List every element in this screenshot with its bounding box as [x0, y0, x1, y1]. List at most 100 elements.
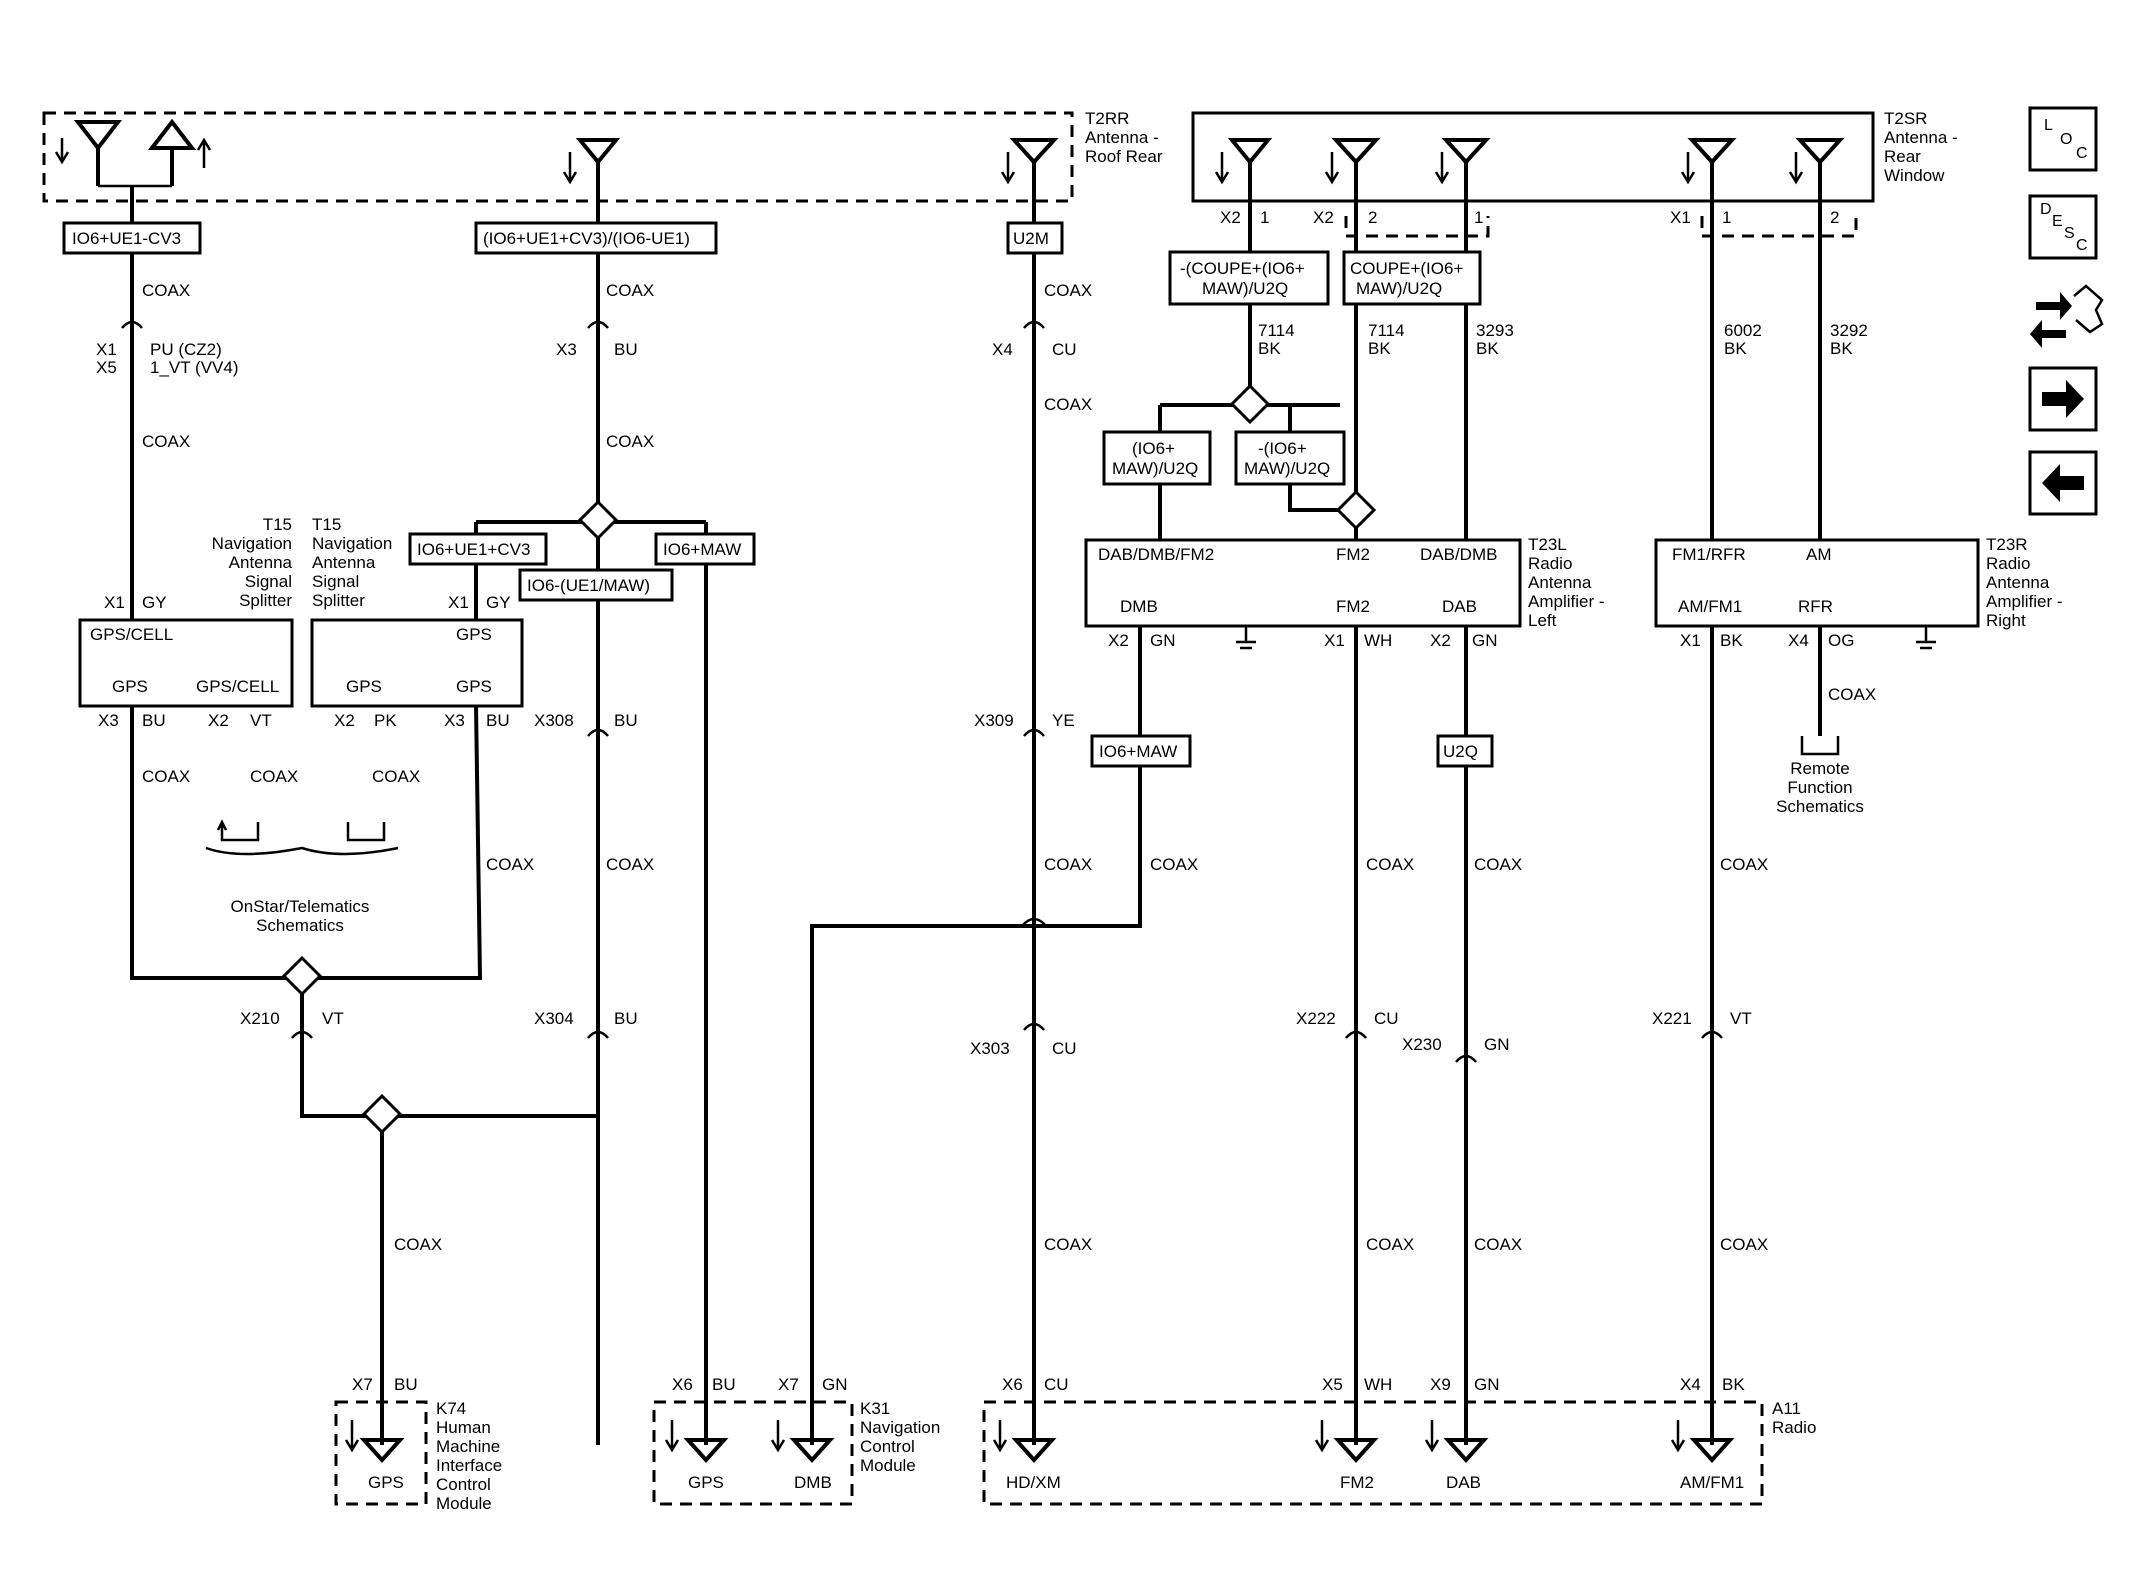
k31-pin-gps: GPS — [688, 1473, 724, 1492]
option-io6-ue1-cv3-or: (IO6+UE1+CV3)/(IO6-UE1) — [483, 229, 690, 248]
option-boxes: IO6+UE1-CV3 (IO6+UE1+CV3)/(IO6-UE1) U2M … — [62, 221, 1494, 768]
svg-text:VT: VT — [250, 711, 272, 730]
a11-pin-fm2: FM2 — [1340, 1473, 1374, 1492]
loc-button[interactable]: L O C — [2028, 106, 2098, 172]
svg-text:X308: X308 — [534, 711, 574, 730]
svg-text:7114: 7114 — [1258, 321, 1295, 340]
svg-text:COAX: COAX — [1044, 855, 1092, 874]
svg-text:COAX: COAX — [1044, 395, 1092, 414]
splices — [281, 383, 1377, 1135]
next-page-button[interactable] — [2028, 366, 2098, 432]
k31-name: K31 — [860, 1399, 890, 1418]
a11-pin-dab: DAB — [1446, 1473, 1481, 1492]
svg-text:Antenna: Antenna — [229, 553, 293, 572]
t2sr-desc-1: Antenna - — [1884, 128, 1958, 147]
svg-text:X309: X309 — [974, 711, 1014, 730]
t23l-name: T23L — [1528, 535, 1567, 554]
svg-text:Control: Control — [436, 1475, 491, 1494]
wires — [130, 186, 1822, 1445]
desc-button[interactable]: D E S C — [2028, 194, 2098, 260]
k31-pin-dmb: DMB — [794, 1473, 832, 1492]
svg-text:BK: BK — [1476, 339, 1499, 358]
t2sr-desc-2: Rear — [1884, 147, 1921, 166]
svg-text:GY: GY — [486, 593, 511, 612]
svg-text:Navigation: Navigation — [860, 1418, 940, 1437]
a11-module: HD/XM FM2 DAB AM/FM1 A11 Radio — [982, 1399, 1816, 1506]
svg-text:Antenna: Antenna — [1528, 573, 1592, 592]
svg-text:BU: BU — [614, 711, 638, 730]
remote-function-2: Function — [1787, 778, 1852, 797]
svg-text:CU: CU — [1374, 1009, 1399, 1028]
t2sr-conn-x1: X1 — [1670, 208, 1691, 227]
svg-text:X1: X1 — [1680, 631, 1701, 650]
svg-text:E: E — [2052, 213, 2063, 230]
option-io6-maw-b: IO6+MAW — [1099, 742, 1177, 761]
svg-text:Control: Control — [860, 1437, 915, 1456]
svg-text:7114: 7114 — [1368, 321, 1405, 340]
svg-text:GN: GN — [1150, 631, 1176, 650]
svg-text:Navigation: Navigation — [312, 534, 392, 553]
t15-name: T15 — [263, 515, 292, 534]
svg-text:GY: GY — [142, 593, 167, 612]
svg-text:BK: BK — [1368, 339, 1391, 358]
svg-text:WH: WH — [1364, 631, 1392, 650]
svg-text:CU: CU — [1052, 1039, 1077, 1058]
svg-text:T15: T15 — [312, 515, 341, 534]
svg-text:COAX: COAX — [1150, 855, 1198, 874]
t2sr-pin-1d: 1 — [1722, 208, 1731, 227]
svg-text:Radio: Radio — [1986, 554, 2030, 573]
svg-text:X3: X3 — [98, 711, 119, 730]
previous-page-button[interactable] — [2028, 450, 2098, 516]
t15l-pin-gpscell-b: GPS/CELL — [196, 677, 279, 696]
svg-text:3293: 3293 — [1476, 321, 1514, 340]
svg-text:3292: 3292 — [1830, 321, 1868, 340]
svg-text:Antenna: Antenna — [312, 553, 376, 572]
t2rr-name: T2RR — [1085, 109, 1129, 128]
svg-text:COAX: COAX — [1474, 1235, 1522, 1254]
svg-text:X6: X6 — [1002, 1375, 1023, 1394]
svg-text:Right: Right — [1986, 611, 2026, 630]
option-coupe-neg-2: MAW)/U2Q — [1202, 279, 1288, 298]
a11-pin-amfm1: AM/FM1 — [1680, 1473, 1744, 1492]
svg-text:Splitter: Splitter — [239, 591, 292, 610]
svg-text:1_VT (VV4): 1_VT (VV4) — [150, 358, 239, 377]
svg-text:X2: X2 — [208, 711, 229, 730]
svg-text:COAX: COAX — [142, 281, 190, 300]
svg-text:Antenna: Antenna — [1986, 573, 2050, 592]
svg-text:Radio: Radio — [1528, 554, 1572, 573]
svg-text:COAX: COAX — [1474, 855, 1522, 874]
svg-text:BU: BU — [142, 711, 166, 730]
svg-text:X6: X6 — [672, 1375, 693, 1394]
option-io6-maw-u2q-1: (IO6+ — [1132, 439, 1175, 458]
svg-text:X1: X1 — [96, 340, 117, 359]
svg-text:GN: GN — [1484, 1035, 1510, 1054]
connector-view-icon[interactable] — [2030, 284, 2104, 348]
svg-text:C: C — [2076, 145, 2088, 162]
option-io6-ue1-cv3-b: IO6+UE1+CV3 — [417, 540, 530, 559]
svg-text:X222: X222 — [1296, 1009, 1336, 1028]
option-coupe-pos-1: COUPE+(IO6+ — [1350, 259, 1463, 278]
svg-text:COAX: COAX — [1720, 855, 1768, 874]
t2sr-pin-1c: 1 — [1474, 208, 1483, 227]
svg-text:BU: BU — [712, 1375, 736, 1394]
svg-text:COAX: COAX — [394, 1235, 442, 1254]
svg-text:Amplifier -: Amplifier - — [1986, 592, 2063, 611]
t23r-pin-am: AM — [1806, 545, 1832, 564]
option-coupe-neg-1: -(COUPE+(IO6+ — [1180, 259, 1305, 278]
svg-text:Human: Human — [436, 1418, 491, 1437]
svg-text:Radio: Radio — [1772, 1418, 1816, 1437]
a11-pin-hdxm: HD/XM — [1006, 1473, 1061, 1492]
svg-text:X7: X7 — [778, 1375, 799, 1394]
t2sr-pin-1a: 1 — [1260, 208, 1269, 227]
svg-text:X1: X1 — [1324, 631, 1345, 650]
svg-text:OG: OG — [1828, 631, 1854, 650]
svg-text:COAX: COAX — [250, 767, 298, 786]
svg-text:PK: PK — [374, 711, 397, 730]
svg-text:CU: CU — [1044, 1375, 1069, 1394]
svg-text:X9: X9 — [1430, 1375, 1451, 1394]
svg-text:X4: X4 — [1680, 1375, 1701, 1394]
svg-text:GN: GN — [1474, 1375, 1500, 1394]
t23l-pin-fm2-b: FM2 — [1336, 597, 1370, 616]
svg-text:X5: X5 — [1322, 1375, 1343, 1394]
